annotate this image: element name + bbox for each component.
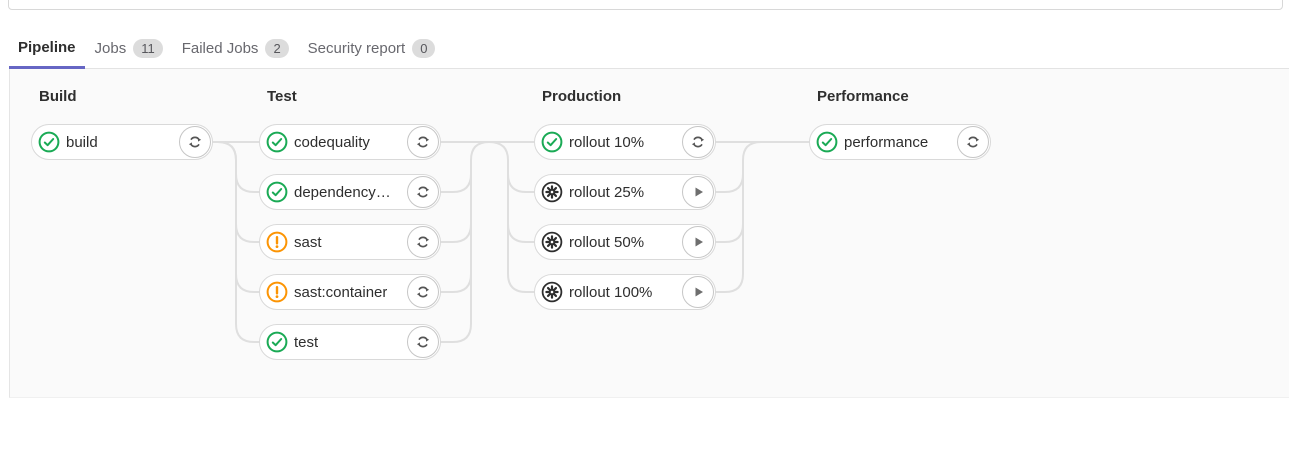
job-name: build [66, 133, 98, 151]
stage-test: Test codequality dependency_s… [259, 88, 441, 360]
retry-job-button[interactable] [407, 126, 439, 158]
retry-job-button[interactable] [407, 226, 439, 258]
tab-pipeline-label: Pipeline [18, 38, 76, 56]
stage-build: Build build [31, 88, 213, 160]
job-name: dependency_s… [294, 183, 396, 201]
retry-job-button[interactable] [407, 276, 439, 308]
stage-test-title: Test [267, 88, 297, 105]
job-name: sast:container [294, 283, 388, 301]
play-job-button[interactable] [682, 226, 714, 258]
status-success-icon [541, 131, 563, 153]
job-name: rollout 10% [569, 133, 645, 151]
status-success-icon [816, 131, 838, 153]
job-pill-test[interactable]: test [259, 324, 441, 360]
job-pill-dependency-scanning[interactable]: dependency_s… [259, 174, 441, 210]
stage-production: Production rollout 10% rollout 25% [534, 88, 716, 310]
retry-job-button[interactable] [957, 126, 989, 158]
stage-production-title: Production [542, 88, 622, 105]
job-pill-sast-container[interactable]: sast:container [259, 274, 441, 310]
job-pill-build[interactable]: build [31, 124, 213, 160]
stage-build-title: Build [39, 88, 77, 105]
job-pill-sast[interactable]: sast [259, 224, 441, 260]
status-success-icon [266, 131, 288, 153]
job-pill-rollout-50[interactable]: rollout 50% [534, 224, 716, 260]
jobs-count-badge: 11 [133, 38, 163, 58]
tab-jobs-label: Jobs [94, 39, 127, 57]
tab-failed-jobs-label: Failed Jobs [181, 39, 259, 57]
stage-performance: Performance performance [809, 88, 991, 160]
tab-security-report[interactable]: Security report 0 [299, 28, 445, 68]
job-name: test [294, 333, 319, 351]
security-report-count-badge: 0 [412, 38, 436, 58]
retry-job-button[interactable] [407, 326, 439, 358]
job-name: sast [294, 233, 322, 251]
retry-job-button[interactable] [682, 126, 714, 158]
job-pill-codequality[interactable]: codequality [259, 124, 441, 160]
pipeline-graph-panel: Build build Test codequality [9, 69, 1289, 398]
status-success-icon [266, 181, 288, 203]
job-name: codequality [294, 133, 370, 151]
job-pill-rollout-10[interactable]: rollout 10% [534, 124, 716, 160]
tab-pipeline[interactable]: Pipeline [9, 28, 85, 69]
job-name: rollout 50% [569, 233, 645, 251]
pipeline-tabs: Pipeline Jobs 11 Failed Jobs 2 Security … [9, 28, 1289, 69]
status-success-icon [38, 131, 60, 153]
job-pill-rollout-100[interactable]: rollout 100% [534, 274, 716, 310]
status-manual-gear-icon [541, 231, 563, 253]
failed-jobs-count-badge: 2 [265, 38, 289, 58]
status-manual-gear-icon [541, 281, 563, 303]
job-name: rollout 100% [569, 283, 653, 301]
status-warning-icon [266, 231, 288, 253]
tab-jobs[interactable]: Jobs 11 [86, 28, 172, 68]
truncated-panel-above [8, 0, 1283, 10]
status-success-icon [266, 331, 288, 353]
job-pill-performance[interactable]: performance [809, 124, 991, 160]
job-name: rollout 25% [569, 183, 645, 201]
stage-performance-title: Performance [817, 88, 909, 105]
status-manual-gear-icon [541, 181, 563, 203]
job-pill-rollout-25[interactable]: rollout 25% [534, 174, 716, 210]
play-job-button[interactable] [682, 176, 714, 208]
job-name: performance [844, 133, 929, 151]
tab-security-report-label: Security report [307, 39, 406, 57]
tab-failed-jobs[interactable]: Failed Jobs 2 [173, 28, 298, 68]
play-job-button[interactable] [682, 276, 714, 308]
retry-job-button[interactable] [407, 176, 439, 208]
retry-job-button[interactable] [179, 126, 211, 158]
status-warning-icon [266, 281, 288, 303]
